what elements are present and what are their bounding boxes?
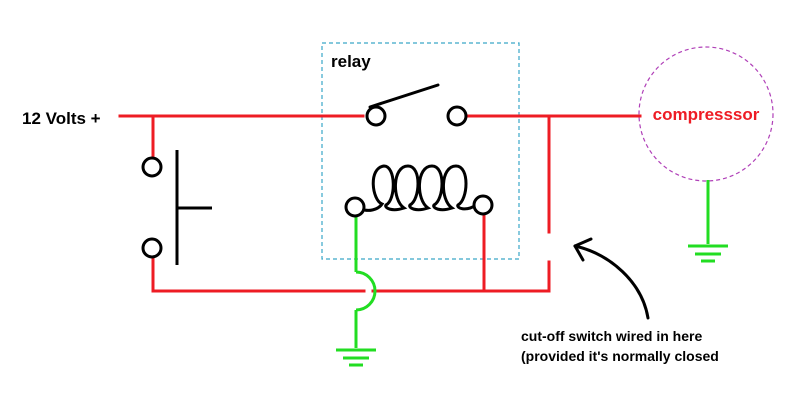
ground-wires bbox=[354, 180, 710, 348]
push-button-switch bbox=[141, 150, 212, 265]
push-button-contact-bottom bbox=[141, 237, 163, 259]
pointer-arrow-icon bbox=[573, 237, 650, 320]
compressor-label: compresssor bbox=[653, 105, 760, 124]
ground-symbol-left bbox=[336, 348, 376, 367]
wire-crossover-hop bbox=[355, 270, 377, 312]
push-button-contact-top bbox=[141, 156, 163, 178]
coil-terminal-right bbox=[472, 194, 494, 216]
supply-label: 12 Volts + bbox=[22, 109, 101, 128]
relay-box bbox=[321, 42, 520, 260]
annotation-line-1: cut-off switch wired in here bbox=[521, 328, 702, 344]
coil-terminal-left bbox=[344, 196, 366, 218]
relay-contact-right bbox=[446, 105, 468, 127]
relay-contact-left bbox=[365, 105, 387, 127]
relay-switch-arm bbox=[368, 83, 440, 109]
compressor-outline bbox=[638, 46, 774, 182]
power-wires bbox=[118, 114, 642, 293]
relay-label: relay bbox=[331, 52, 371, 71]
relay-coil bbox=[361, 164, 477, 212]
annotation-line-2: (provided it's normally closed bbox=[521, 348, 719, 364]
ground-symbol-right bbox=[688, 244, 728, 263]
